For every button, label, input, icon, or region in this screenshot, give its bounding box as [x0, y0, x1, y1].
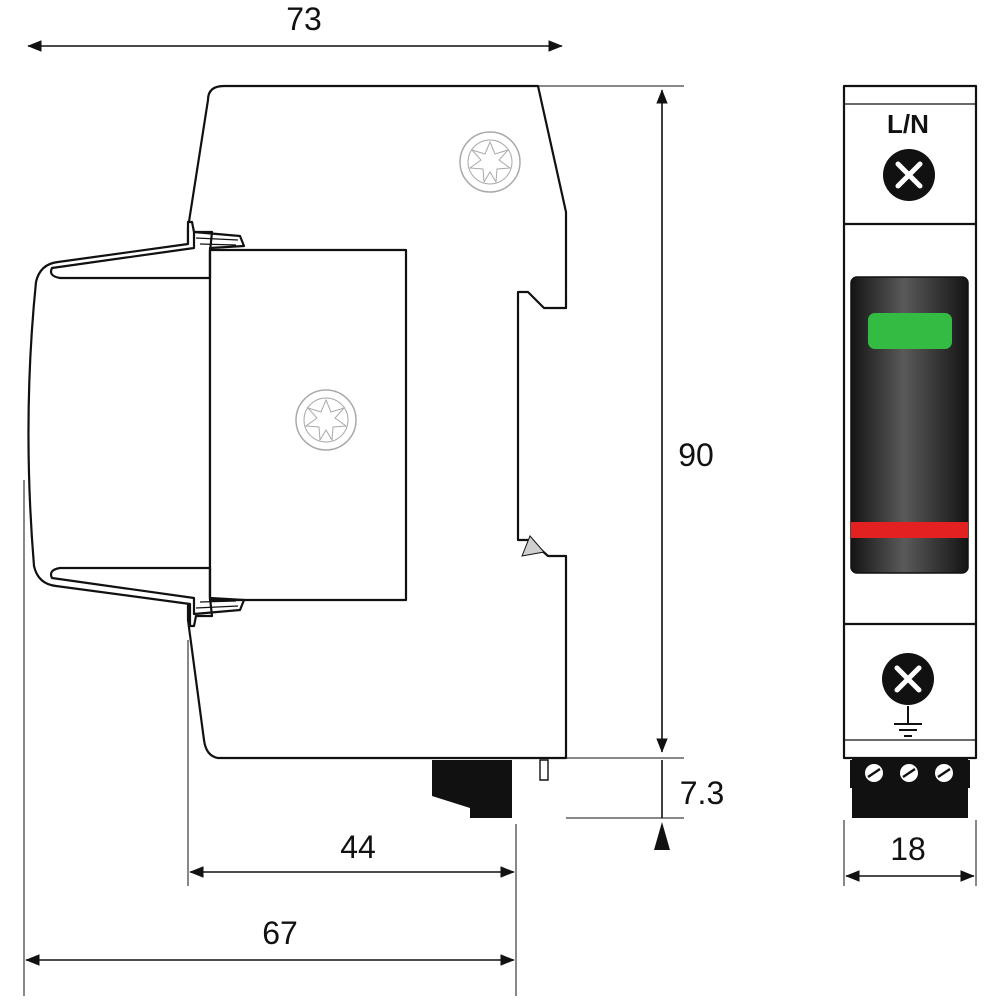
status-stripe-red — [851, 522, 968, 538]
rail-latch — [521, 535, 545, 557]
strip-screw-icon — [935, 764, 953, 782]
strip-screw-icon — [865, 764, 883, 782]
front-view: L/N — [842, 84, 978, 818]
dim-label-terminal-height: 7.3 — [680, 775, 724, 811]
status-indicator-green — [868, 313, 952, 349]
ground-icon — [894, 706, 922, 737]
strip-screw-icon — [900, 764, 918, 782]
cert-logo-icon — [459, 131, 521, 193]
upper-clip — [49, 230, 246, 280]
cert-logo-icon — [295, 389, 357, 451]
lower-clip — [49, 566, 246, 616]
dim-label-top-width: 73 — [286, 1, 322, 37]
bottom-terminal-block — [432, 760, 512, 818]
status-window — [850, 276, 969, 574]
dim-label-mount-depth: 44 — [340, 829, 376, 865]
dim-label-total-depth: 67 — [262, 915, 298, 951]
dim-label-height: 90 — [678, 437, 714, 473]
top-terminal-screw-icon — [883, 149, 935, 201]
front-terminal-strip — [850, 758, 970, 818]
side-view — [27, 84, 568, 818]
terminal-label: L/N — [887, 109, 929, 139]
bottom-terminal-screw-icon — [882, 653, 934, 705]
side-view-cap — [27, 220, 214, 628]
dim-label-module-width: 18 — [890, 831, 926, 867]
dimension-lines — [23, 40, 977, 996]
bottom-terminal-pin — [539, 759, 549, 781]
dimension-labels: 73 90 7.3 44 67 18 — [262, 1, 926, 951]
